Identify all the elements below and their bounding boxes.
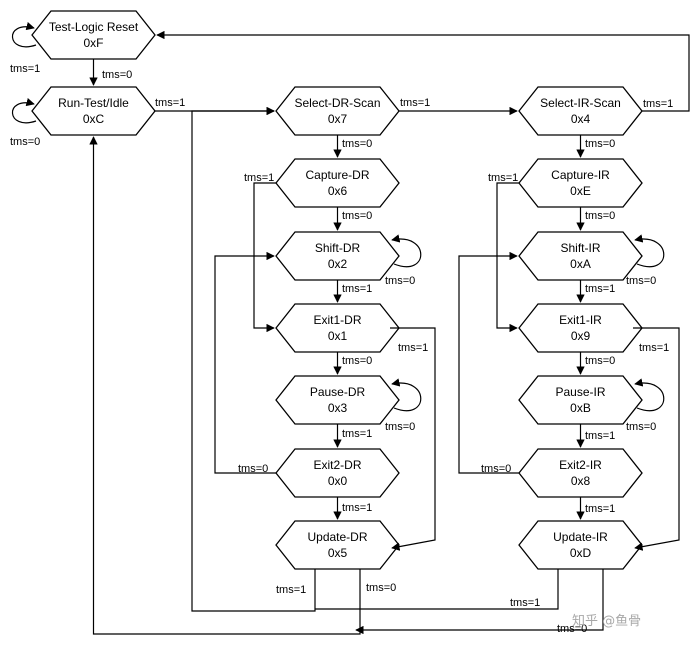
edge-label: tms=1 (643, 98, 673, 110)
state-name: Exit1-IR (559, 313, 602, 327)
edge-label: tms=1 (510, 597, 540, 609)
state-name: Update-IR (553, 530, 608, 544)
state-name: Shift-IR (560, 241, 600, 255)
edge-shift-ir-self-loop (634, 234, 665, 268)
edge-label: tms=1 (585, 503, 615, 515)
edge-label: tms=0 (481, 463, 511, 475)
state-name: Exit2-IR (559, 458, 602, 472)
state-code: 0x0 (328, 474, 348, 488)
state-exit2-ir: Exit2-IR 0x8 (518, 448, 643, 498)
edge-update-dr-to-rti (89, 136, 361, 635)
edge-update-dr-to-select-dr (191, 106, 316, 612)
state-name: Exit2-DR (313, 458, 361, 472)
state-capture-dr: Capture-DR 0x6 (275, 158, 400, 208)
state-name: Capture-DR (305, 168, 369, 182)
state-code: 0x8 (571, 474, 591, 488)
edge-label: tms=0 (585, 210, 615, 222)
edge-pause-dr-self-loop (391, 378, 422, 412)
edge-label: tms=1 (398, 342, 428, 354)
edge-select-ir-to-tlr (156, 30, 690, 112)
state-code: 0x4 (571, 112, 591, 126)
state-code: 0xC (83, 112, 105, 126)
state-code: 0x7 (328, 112, 348, 126)
edge-label: tms=1 (342, 502, 372, 514)
edge-label: tms=1 (155, 97, 185, 109)
edge-label: tms=1 (585, 283, 615, 295)
state-name: Select-DR-Scan (294, 96, 380, 110)
state-code: 0xF (83, 36, 103, 50)
edge-exit1-ir-to-update-ir (633, 327, 680, 551)
edge-exit2-ir-to-shift-ir (458, 251, 519, 474)
state-code: 0x6 (328, 184, 348, 198)
state-capture-ir: Capture-IR 0xE (518, 158, 643, 208)
edge-label: tms=1 (488, 172, 518, 184)
state-code: 0x1 (328, 329, 348, 343)
edge-shift-dr-self-loop (391, 234, 422, 268)
state-code: 0xD (570, 546, 592, 560)
edge-label: tms=0 (585, 138, 615, 150)
edge-label: tms=0 (102, 69, 132, 81)
state-select-dr-scan: Select-DR-Scan 0x7 (275, 86, 400, 136)
state-name: Select-IR-Scan (540, 96, 621, 110)
state-code: 0xE (570, 184, 591, 198)
state-update-dr: Update-DR 0x5 (275, 520, 400, 570)
edge-label: tms=0 (585, 355, 615, 367)
edge-label: tms=1 (276, 584, 306, 596)
edge-label: tms=0 (385, 421, 415, 433)
edge-label: tms=1 (400, 97, 430, 109)
edge-update-ir-to-select-dr (315, 569, 559, 610)
edge-label: tms=1 (639, 342, 669, 354)
state-name: Shift-DR (315, 241, 361, 255)
edge-label: tms=0 (10, 136, 40, 148)
state-code: 0xB (570, 401, 591, 415)
state-select-ir-scan: Select-IR-Scan 0x4 (518, 86, 643, 136)
edge-label: tms=0 (626, 421, 656, 433)
state-code: 0x5 (328, 546, 348, 560)
edge-label: tms=0 (342, 138, 372, 150)
state-name: Test-Logic Reset (49, 20, 139, 34)
edge-tlr-self-loop (11, 22, 37, 48)
edge-rti-self-loop (11, 98, 37, 124)
edge-label: tms=1 (342, 428, 372, 440)
state-code: 0x9 (571, 329, 591, 343)
state-name: Pause-DR (310, 385, 366, 399)
edge-label: tms=0 (385, 275, 415, 287)
edge-label: tms=0 (626, 275, 656, 287)
edge-pause-ir-self-loop (634, 378, 665, 412)
state-name: Update-DR (307, 530, 367, 544)
state-name: Run-Test/Idle (58, 96, 129, 110)
edge-exit2-dr-to-shift-dr (214, 251, 276, 474)
state-code: 0xA (570, 257, 591, 271)
state-code: 0x3 (328, 401, 348, 415)
edge-label: tms=1 (342, 283, 372, 295)
edge-update-ir-to-rti (355, 569, 604, 635)
state-test-logic-reset: Test-Logic Reset 0xF (31, 10, 156, 60)
state-exit1-ir: Exit1-IR 0x9 (518, 303, 643, 353)
edge-label: tms=1 (585, 430, 615, 442)
state-pause-dr: Pause-DR 0x3 (275, 375, 400, 425)
state-name: Pause-IR (555, 385, 605, 399)
state-name: Exit1-DR (313, 313, 361, 327)
edge-exit1-dr-to-update-dr (390, 327, 436, 551)
edge-label: tms=0 (342, 210, 372, 222)
edge-label: tms=0 (557, 623, 587, 635)
state-name: Capture-IR (551, 168, 610, 182)
edge-label: tms=0 (238, 463, 268, 475)
state-shift-ir: Shift-IR 0xA (518, 231, 643, 281)
edge-label: tms=1 (10, 63, 40, 75)
state-update-ir: Update-IR 0xD (518, 520, 643, 570)
state-pause-ir: Pause-IR 0xB (518, 375, 643, 425)
state-run-test-idle: Run-Test/Idle 0xC (31, 86, 156, 136)
watermark: 知乎 @鱼骨 (572, 613, 641, 629)
state-shift-dr: Shift-DR 0x2 (275, 231, 400, 281)
edge-label: tms=1 (244, 172, 274, 184)
state-exit1-dr: Exit1-DR 0x1 (275, 303, 400, 353)
edge-label: tms=0 (342, 355, 372, 367)
edge-label: tms=0 (366, 582, 396, 594)
state-exit2-dr: Exit2-DR 0x0 (275, 448, 400, 498)
state-code: 0x2 (328, 257, 348, 271)
